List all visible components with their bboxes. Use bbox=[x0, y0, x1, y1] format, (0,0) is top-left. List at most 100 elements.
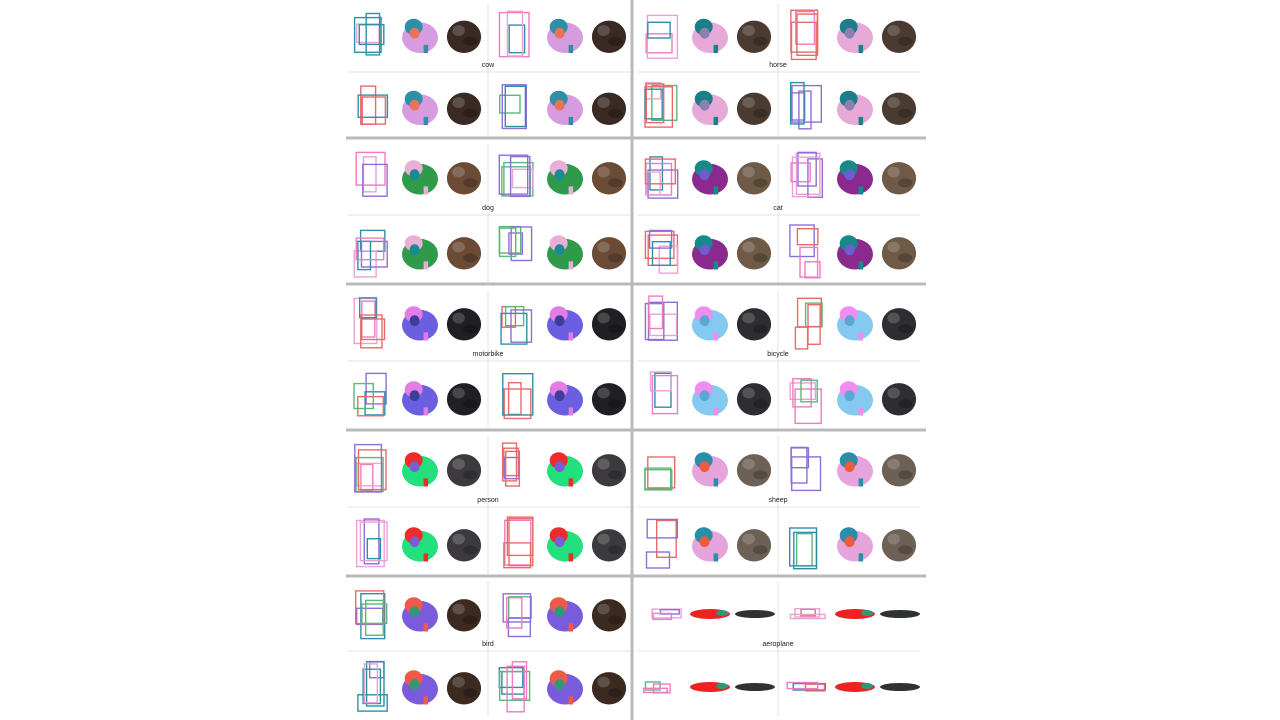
category-panel-cat bbox=[638, 144, 920, 282]
part-bounding-box bbox=[356, 23, 380, 44]
image-shadow bbox=[753, 108, 768, 118]
part-bounding-box bbox=[506, 10, 524, 57]
part-bounding-box bbox=[643, 687, 668, 694]
part-bounding-box bbox=[646, 518, 679, 539]
generated-object-image bbox=[591, 162, 627, 195]
image-shadow bbox=[608, 470, 623, 480]
part-bounding-box bbox=[353, 382, 374, 410]
generated-object-image bbox=[446, 237, 482, 270]
part-bounding-box bbox=[789, 527, 818, 567]
part-bounding-box bbox=[357, 449, 387, 491]
category-label-bicycle: bicycle bbox=[767, 351, 789, 358]
part-bounding-box bbox=[791, 456, 822, 492]
image-shadow bbox=[608, 108, 623, 118]
example-triplet bbox=[357, 85, 482, 126]
category-panel-motorbike bbox=[348, 290, 630, 428]
part-bounding-box bbox=[508, 517, 534, 567]
segmentation-part bbox=[423, 332, 429, 341]
segmentation-part bbox=[554, 461, 565, 473]
image-highlight bbox=[597, 166, 610, 178]
part-bounding-box bbox=[357, 240, 372, 271]
category-panel-sheep bbox=[638, 436, 920, 574]
segmentation-part bbox=[568, 186, 574, 195]
part-bounding-box bbox=[791, 84, 822, 123]
example-triplet bbox=[645, 14, 772, 59]
image-shadow bbox=[898, 399, 913, 409]
generated-object-image bbox=[446, 454, 482, 487]
image-shadow bbox=[463, 178, 478, 188]
part-bounding-box bbox=[791, 156, 821, 198]
segmentation-part bbox=[554, 679, 565, 691]
segmentation-part bbox=[568, 623, 574, 632]
part-bounding-box bbox=[651, 240, 671, 266]
segmentation-part bbox=[858, 261, 864, 270]
category-panel-bird bbox=[348, 582, 630, 716]
category-label-motorbike: motorbike bbox=[472, 351, 504, 358]
generated-object-image bbox=[881, 454, 917, 487]
part-bounding-box bbox=[357, 395, 385, 417]
generated-object-image bbox=[736, 20, 772, 53]
segmentation-part bbox=[699, 315, 710, 327]
generated-object-image bbox=[736, 237, 772, 270]
part-bounding-box bbox=[359, 521, 388, 562]
part-bounding-box bbox=[362, 156, 377, 193]
image-highlight bbox=[887, 458, 900, 470]
generated-object-image bbox=[446, 383, 482, 416]
image-highlight bbox=[452, 533, 465, 545]
category-panel-aeroplane bbox=[638, 582, 920, 716]
image-highlight bbox=[597, 312, 610, 324]
part-bounding-box bbox=[360, 314, 383, 349]
example-triplet bbox=[501, 442, 627, 487]
segmentation-part bbox=[716, 683, 728, 689]
generated-object-image bbox=[736, 383, 772, 416]
part-bounding-box bbox=[498, 225, 522, 254]
generated-object-image bbox=[446, 599, 482, 632]
image-shadow bbox=[753, 545, 768, 555]
example-triplet bbox=[503, 516, 627, 569]
image-highlight bbox=[452, 97, 465, 108]
example-triplet bbox=[643, 681, 775, 694]
part-bounding-box bbox=[502, 373, 534, 416]
category-label-person: person bbox=[477, 497, 499, 504]
part-bounding-box bbox=[510, 226, 533, 262]
image-shadow bbox=[608, 178, 623, 188]
part-bounding-box bbox=[790, 446, 808, 484]
part-bounding-box bbox=[503, 388, 532, 420]
image-shadow bbox=[608, 324, 623, 334]
part-bounding-box bbox=[498, 670, 531, 701]
generated-object-image bbox=[591, 672, 627, 705]
example-triplet bbox=[354, 443, 482, 493]
segmentation-part bbox=[423, 478, 429, 487]
category-label-dog: dog bbox=[482, 205, 494, 212]
part-bounding-box bbox=[644, 469, 673, 491]
image-highlight bbox=[597, 533, 610, 545]
segmentation-part bbox=[409, 536, 420, 548]
image-highlight bbox=[597, 387, 610, 399]
segmentation-part bbox=[568, 332, 574, 341]
part-bounding-box bbox=[790, 162, 811, 183]
part-bounding-box bbox=[506, 516, 534, 557]
example-triplet bbox=[355, 518, 482, 568]
part-bounding-box bbox=[644, 158, 676, 185]
part-bounding-box bbox=[645, 551, 671, 569]
image-highlight bbox=[452, 25, 465, 36]
image-shadow bbox=[463, 545, 478, 555]
example-triplet bbox=[644, 156, 772, 199]
segmentation-part bbox=[554, 244, 565, 256]
segmentation-part bbox=[409, 27, 420, 39]
example-triplet bbox=[794, 297, 917, 350]
example-triplet bbox=[498, 84, 627, 130]
segmentation-part bbox=[699, 390, 710, 402]
image-highlight bbox=[742, 533, 755, 545]
generated-object-image bbox=[591, 383, 627, 416]
segmentation-part bbox=[861, 683, 873, 689]
image-highlight bbox=[452, 241, 465, 253]
example-triplet bbox=[355, 151, 482, 197]
image-shadow bbox=[608, 399, 623, 409]
part-bounding-box bbox=[644, 302, 665, 341]
segmentation-part bbox=[844, 244, 855, 256]
image-shadow bbox=[753, 470, 768, 480]
image-shadow bbox=[753, 324, 768, 334]
part-bounding-box bbox=[794, 326, 809, 350]
segmentation-part bbox=[554, 315, 565, 327]
